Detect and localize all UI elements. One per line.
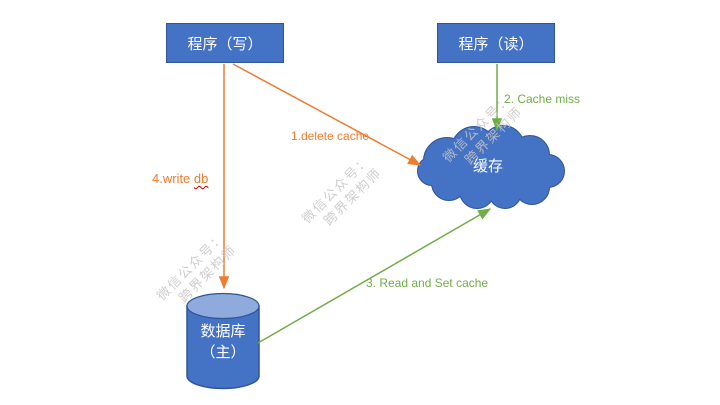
arrow-3-read-set-cache xyxy=(257,208,492,344)
node-program-read: 程序（读） xyxy=(437,23,555,63)
edge-label-write-db-prefix: 4.write xyxy=(152,171,194,186)
database-cylinder-body xyxy=(186,305,260,390)
node-program-read-label: 程序（读） xyxy=(458,35,534,53)
edge-label-cache-miss: 2. Cache miss xyxy=(504,92,581,106)
node-database-label: 数据库 （主） xyxy=(187,321,259,363)
database-cylinder-top xyxy=(186,292,260,320)
node-database-label-line1: 数据库 xyxy=(200,323,246,340)
cloud-shape xyxy=(417,125,565,209)
node-program-write: 程序（写） xyxy=(166,23,284,63)
node-program-write-label: 程序（写） xyxy=(187,35,263,53)
edge-label-write-db-word: db xyxy=(193,171,209,186)
edge-label-write-db: 4.write db xyxy=(152,171,208,186)
node-cache-label: 缓存 xyxy=(472,158,503,175)
arrow-1-delete-cache xyxy=(232,63,422,166)
edge-label-delete-cache: 1.delete cache xyxy=(291,129,370,143)
edge-label-read-set-cache: 3. Read and Set cache xyxy=(366,276,489,290)
node-database-label-line2: （主） xyxy=(200,344,246,361)
database-cylinder xyxy=(186,292,260,390)
